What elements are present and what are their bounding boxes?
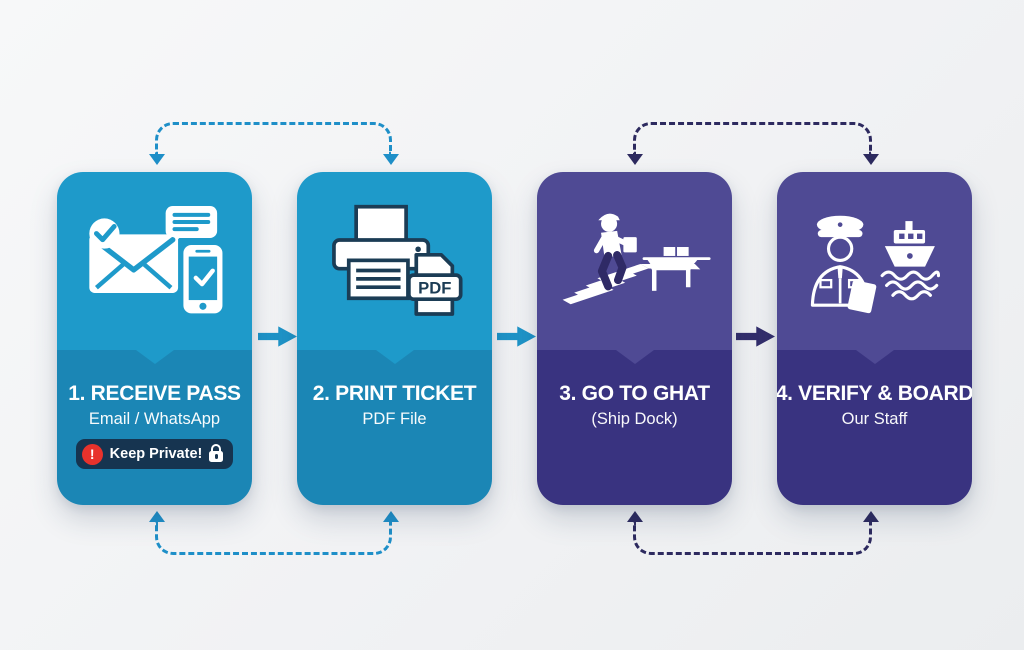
step-subtitle: (Ship Dock) bbox=[591, 410, 678, 429]
card-label-area: 4. VERIFY & BOARD Our Staff bbox=[777, 350, 972, 505]
step-title: 2. PRINT TICKET bbox=[312, 382, 477, 405]
arrowhead-down-icon bbox=[626, 154, 643, 165]
notch-icon bbox=[135, 350, 174, 364]
dashed-arc-top-left bbox=[148, 122, 399, 165]
card-icon-area bbox=[777, 172, 972, 350]
step-subtitle: PDF File bbox=[362, 410, 427, 429]
step-card-verify-board: 4. VERIFY & BOARD Our Staff bbox=[777, 172, 972, 505]
arrow-step1-step2-icon bbox=[258, 326, 297, 347]
arrowhead-up-icon bbox=[382, 511, 399, 522]
step-subtitle: Email / WhatsApp bbox=[88, 410, 221, 429]
dashed-arc-bottom-left bbox=[148, 511, 399, 555]
envelope-check-phone-icon bbox=[88, 205, 222, 313]
card-label-area: 3. GO TO GHAT (Ship Dock) bbox=[537, 350, 732, 505]
notch-icon bbox=[375, 350, 414, 364]
step-card-go-to-ghat: 3. GO TO GHAT (Ship Dock) bbox=[537, 172, 732, 505]
arrowhead-down-icon bbox=[382, 154, 399, 165]
step-subtitle: Our Staff bbox=[841, 410, 908, 429]
arrow-step3-step4-icon bbox=[736, 326, 775, 347]
dashed-arc-top-right bbox=[626, 122, 879, 165]
step-card-print-ticket: PDF 2. PRINT TICKET PDF File bbox=[297, 172, 492, 505]
pdf-label: PDF bbox=[418, 279, 451, 298]
lock-icon bbox=[209, 444, 224, 463]
step-title: 4. VERIFY & BOARD bbox=[777, 382, 972, 405]
keep-private-badge: ! Keep Private! bbox=[75, 439, 234, 470]
card-label-area: 2. PRINT TICKET PDF File bbox=[297, 350, 492, 505]
step-title: 1. RECEIVE PASS bbox=[68, 382, 241, 405]
exclamation-circle-icon: ! bbox=[81, 443, 103, 465]
arrowhead-up-icon bbox=[862, 511, 879, 522]
step-title: 3. GO TO GHAT bbox=[559, 382, 710, 405]
notch-icon bbox=[855, 350, 894, 364]
arrowhead-up-icon bbox=[626, 511, 643, 522]
step-card-receive-pass: 1. RECEIVE PASS Email / WhatsApp ! Keep … bbox=[57, 172, 252, 505]
walk-to-dock-icon bbox=[562, 213, 711, 305]
arrow-step2-step3-icon bbox=[497, 326, 536, 347]
printer-pdf-icon: PDF bbox=[331, 205, 463, 317]
arrowhead-down-icon bbox=[862, 154, 879, 165]
arrowhead-up-icon bbox=[148, 511, 165, 522]
card-label-area: 1. RECEIVE PASS Email / WhatsApp ! Keep … bbox=[57, 350, 252, 505]
badge-label: Keep Private! bbox=[109, 446, 203, 463]
card-icon-area: PDF bbox=[297, 172, 492, 350]
dashed-arc-bottom-right bbox=[626, 511, 879, 555]
arrowhead-down-icon bbox=[148, 154, 165, 165]
card-icon-area bbox=[537, 172, 732, 350]
captain-ship-icon bbox=[810, 215, 940, 314]
notch-icon bbox=[615, 350, 654, 364]
card-icon-area bbox=[57, 172, 252, 350]
